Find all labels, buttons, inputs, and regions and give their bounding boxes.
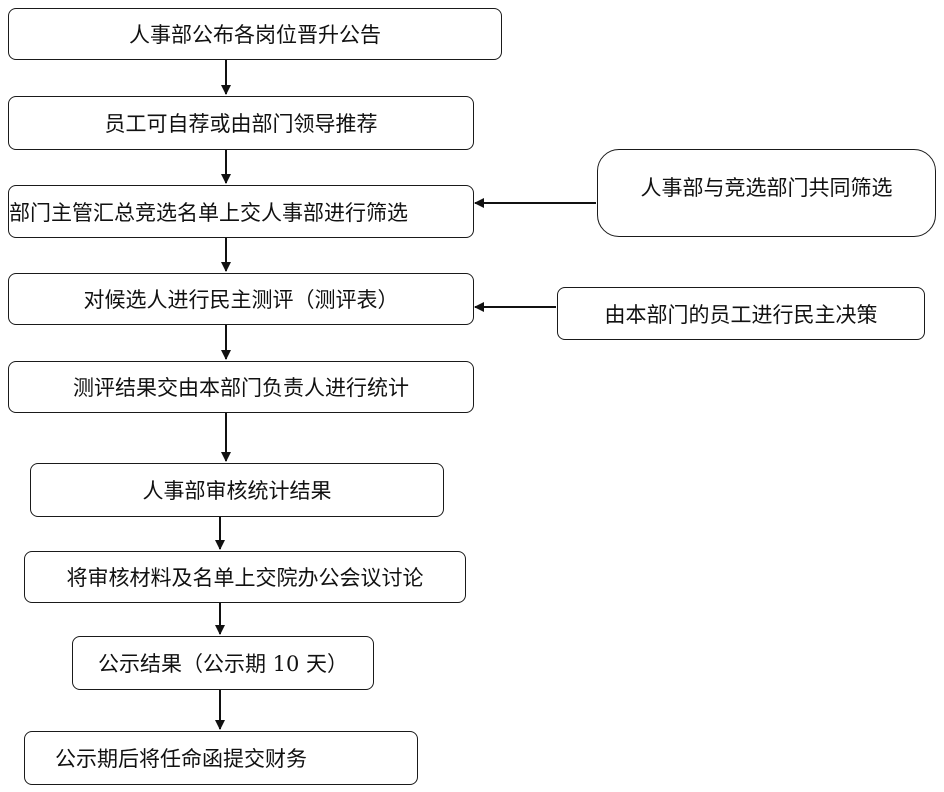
step-9-label: 公示期后将任命函提交财务	[55, 747, 307, 771]
step-7-label: 将审核材料及名单上交院办公会议讨论	[66, 566, 424, 590]
side-note-1-label: 人事部与竞选部门共同筛选	[640, 176, 893, 200]
step-3-label: 部门主管汇总竞选名单上交人事部进行筛选	[9, 200, 408, 225]
step-8-label: 公示结果（公示期 10 天）	[97, 652, 349, 676]
step-2-label: 员工可自荐或由部门领导推荐	[104, 112, 378, 136]
step-5-result-statistics: 测评结果交由本部门负责人进行统计	[8, 361, 474, 413]
step-4-democratic-evaluation: 对候选人进行民主测评（测评表）	[8, 273, 474, 325]
step-2-self-or-leader-recommend: 员工可自荐或由部门领导推荐	[8, 96, 474, 150]
step-7-submit-to-meeting: 将审核材料及名单上交院办公会议讨论	[24, 551, 466, 603]
step-3-summarize-candidate-list: 部门主管汇总竞选名单上交人事部进行筛选	[8, 185, 474, 238]
step-5-label: 测评结果交由本部门负责人进行统计	[73, 376, 409, 400]
side-note-2-label: 由本部门的员工进行民主决策	[604, 302, 878, 327]
step-1-announce-promotion: 人事部公布各岗位晋升公告	[8, 8, 502, 60]
step-6-hr-review: 人事部审核统计结果	[30, 463, 444, 517]
step-1-label: 人事部公布各岗位晋升公告	[129, 23, 381, 47]
step-4-label: 对候选人进行民主测评（测评表）	[83, 288, 399, 312]
step-9-appointment-to-finance: 公示期后将任命函提交财务	[24, 731, 418, 785]
side-note-joint-screening: 人事部与竞选部门共同筛选	[597, 149, 936, 237]
step-6-label: 人事部审核统计结果	[142, 479, 332, 503]
side-note-employee-decision: 由本部门的员工进行民主决策	[557, 287, 925, 340]
step-8-publicize-results: 公示结果（公示期 10 天）	[72, 636, 374, 690]
